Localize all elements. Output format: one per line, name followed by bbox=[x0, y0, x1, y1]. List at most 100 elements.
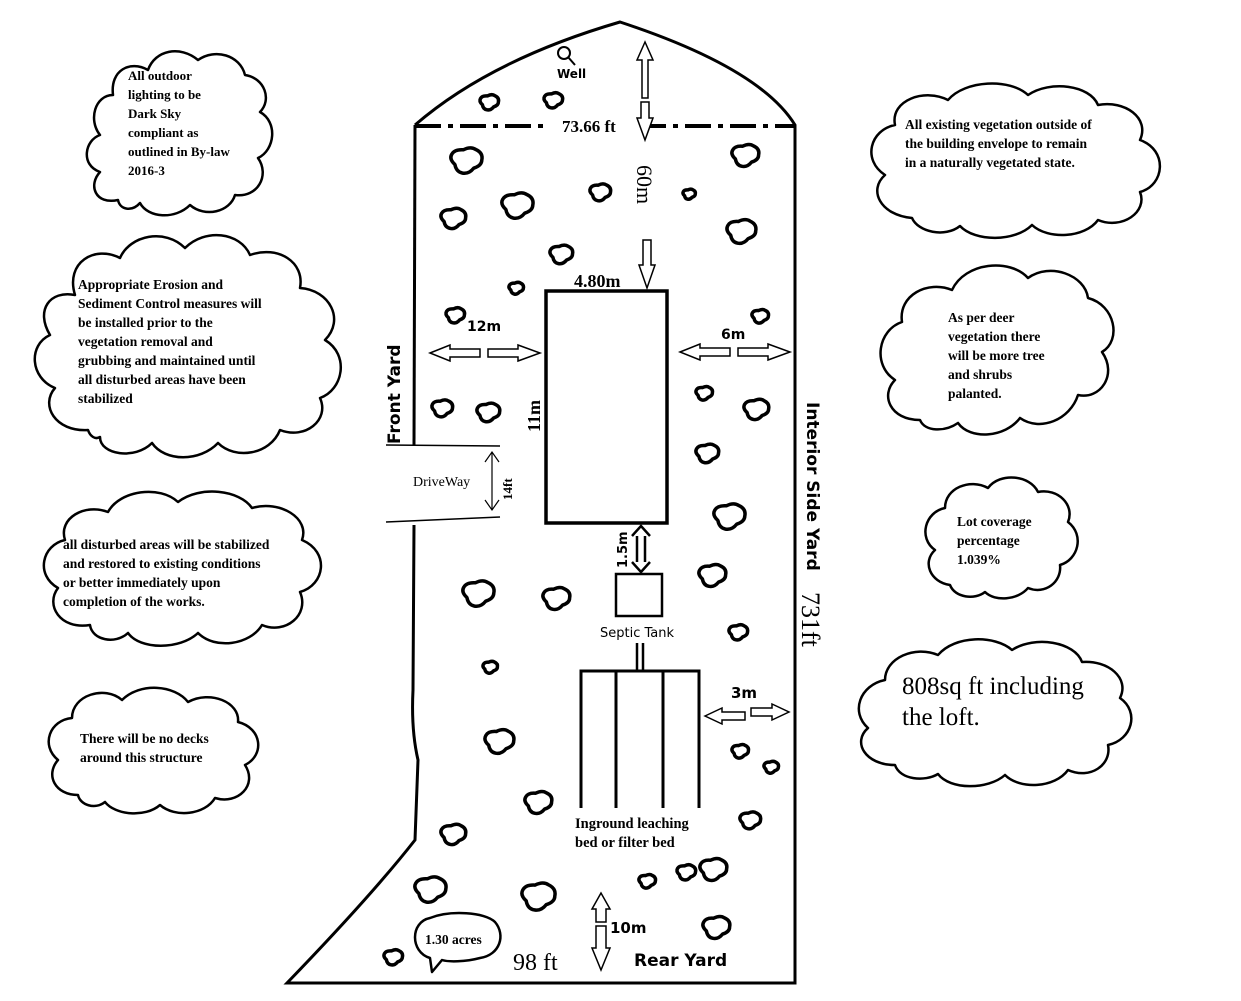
bush-10 bbox=[548, 243, 575, 266]
coverage-line-3: 1.039% bbox=[957, 552, 1001, 567]
svg-text:As per deer vegetation t: As per deer vegetation there will be mor… bbox=[948, 310, 1048, 401]
bush-34 bbox=[413, 875, 448, 905]
bush-5 bbox=[500, 191, 535, 221]
bush-37 bbox=[382, 947, 405, 967]
bush-29 bbox=[738, 810, 763, 831]
dark-sky-line-6: 2016-3 bbox=[128, 163, 165, 178]
driveway-width-label: 14ft bbox=[500, 478, 515, 500]
svg-text:All existing vegetation outsid: All existing vegetation outside of the b… bbox=[905, 117, 1095, 170]
bush-12 bbox=[444, 305, 467, 325]
left-setback-arrows bbox=[427, 343, 543, 363]
bush-19 bbox=[712, 502, 747, 532]
bush-15 bbox=[430, 398, 455, 419]
note-restore: all disturbed areas will be stabilized a… bbox=[42, 490, 323, 647]
vegetation-line-2: the building envelope to remain bbox=[905, 136, 1088, 151]
erosion-line-6: all disturbed areas have been bbox=[78, 372, 246, 387]
svg-text:Appropriate Erosion and: Appropriate Erosion and Sediment Control… bbox=[78, 277, 265, 406]
erosion-line-2: Sediment Control measures will bbox=[78, 296, 262, 311]
bush-22 bbox=[541, 585, 572, 612]
well-marker: Well bbox=[557, 46, 586, 81]
house-length-label: 11m bbox=[524, 400, 544, 432]
property-boundary bbox=[283, 20, 797, 985]
note-area: 808sq ft including the loft. bbox=[857, 638, 1133, 788]
house-footprint bbox=[544, 289, 669, 525]
bush-28 bbox=[523, 789, 554, 816]
bush-9 bbox=[725, 217, 758, 246]
north-arrows bbox=[635, 40, 657, 291]
bush-16 bbox=[475, 401, 502, 424]
setback-60m-label: 60m bbox=[632, 165, 657, 204]
area-line-1: 808sq ft including bbox=[902, 673, 1084, 700]
bush-32 bbox=[637, 872, 658, 890]
restore-line-2: and restored to existing conditions bbox=[63, 556, 261, 571]
erosion-line-3: be installed prior to the bbox=[78, 315, 213, 330]
bush-17 bbox=[742, 397, 771, 422]
coverage-line-1: Lot coverage bbox=[957, 514, 1032, 529]
svg-text:There will be no decks a: There will be no decks around this struc… bbox=[80, 731, 212, 765]
note-coverage: Lot coverage percentage 1.039% bbox=[924, 476, 1079, 600]
leach-bed-line2: bed or filter bed bbox=[575, 835, 675, 851]
bush-1 bbox=[478, 92, 501, 112]
dark-sky-line-3: Dark Sky bbox=[128, 106, 182, 121]
decks-line-1: There will be no decks bbox=[80, 731, 209, 746]
restore-line-4: completion of the works. bbox=[63, 594, 205, 609]
erosion-line-4: vegetation removal and bbox=[78, 334, 213, 349]
bush-33 bbox=[675, 862, 698, 882]
note-erosion: Appropriate Erosion and Sediment Control… bbox=[33, 233, 342, 459]
bush-8 bbox=[730, 142, 761, 169]
bush-11 bbox=[507, 280, 526, 296]
bush-21 bbox=[461, 579, 496, 609]
septic-tank bbox=[614, 572, 664, 618]
erosion-line-7: stabilized bbox=[78, 391, 133, 406]
driveway-label: DriveWay bbox=[413, 475, 470, 490]
bush-24 bbox=[481, 659, 500, 675]
bush-7 bbox=[439, 206, 468, 231]
right-setback-label: 6m bbox=[721, 327, 745, 343]
deer-line-5: palanted. bbox=[948, 386, 1002, 401]
note-decks: There will be no decks around this struc… bbox=[47, 686, 260, 815]
note-deer: As per deer vegetation there will be mor… bbox=[879, 264, 1115, 436]
rear-yard-label: Rear Yard bbox=[634, 951, 727, 971]
erosion-line-5: grubbing and maintained until bbox=[78, 353, 256, 368]
deer-line-3: will be more tree bbox=[948, 348, 1045, 363]
decks-line-2: around this structure bbox=[80, 750, 203, 765]
bush-31 bbox=[698, 856, 729, 883]
lot-depth-label: 731ft bbox=[796, 592, 825, 648]
bush-27 bbox=[762, 759, 781, 775]
bush-26 bbox=[730, 742, 751, 760]
bush-4 bbox=[588, 182, 613, 203]
bush-14 bbox=[694, 384, 715, 402]
tank-gap-label: 1.5m bbox=[616, 531, 631, 568]
vegetation-line-1: All existing vegetation outside of bbox=[905, 117, 1092, 132]
restore-line-1: all disturbed areas will be stabilized bbox=[63, 537, 270, 552]
deer-line-2: vegetation there bbox=[948, 329, 1040, 344]
driveway: DriveWay 14ft bbox=[385, 444, 515, 523]
right-setback-arrows bbox=[677, 342, 793, 362]
bush-3 bbox=[449, 146, 484, 176]
dark-sky-line-2: lighting to be bbox=[128, 87, 201, 102]
svg-text:all disturbed areas will be st: all disturbed areas will be stabilized a… bbox=[63, 537, 273, 609]
bush-30 bbox=[439, 822, 468, 847]
left-setback-label: 12m bbox=[467, 319, 501, 335]
dark-sky-line-5: outlined in By-law bbox=[128, 144, 230, 159]
bush-6 bbox=[681, 187, 698, 202]
bush-20 bbox=[697, 562, 728, 589]
bush-13 bbox=[750, 307, 771, 325]
rear-width-label: 98 ft bbox=[513, 950, 558, 976]
house-width-label: 4.80m bbox=[574, 271, 621, 291]
bush-25 bbox=[483, 727, 516, 756]
dark-sky-line-4: compliant as bbox=[128, 125, 198, 140]
deer-line-1: As per deer bbox=[948, 310, 1014, 325]
leaching-bed bbox=[579, 669, 701, 808]
front-width-label: 73.66 ft bbox=[562, 117, 616, 136]
acres-label: 1.30 acres bbox=[425, 932, 482, 947]
vegetation-line-3: in a naturally vegetated state. bbox=[905, 155, 1075, 170]
front-yard-label: Front Yard bbox=[385, 344, 405, 444]
bush-2 bbox=[542, 90, 565, 110]
bush-35 bbox=[520, 881, 557, 912]
vegetation-bushes bbox=[382, 90, 781, 967]
dark-sky-line-1: All outdoor bbox=[128, 68, 192, 83]
note-dark-sky: All outdoor lighting to be Dark Sky comp… bbox=[85, 50, 274, 217]
leach-bed-line1: Inground leaching bbox=[575, 816, 690, 832]
